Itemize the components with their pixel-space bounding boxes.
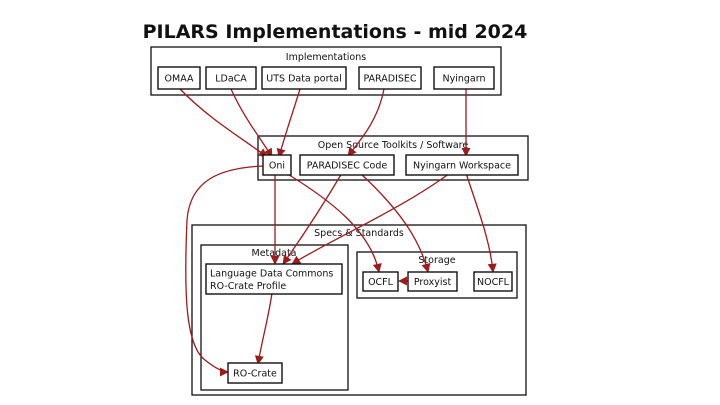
metadata-group-label: Metadata	[252, 248, 297, 259]
node-proxyist-label: Proxyist	[414, 277, 452, 288]
edge-omaa-oni	[179, 88, 268, 158]
implementations-group-label: Implementations	[286, 52, 366, 63]
node-ocfl-label: OCFL	[368, 277, 394, 288]
node-uts-data-portal: UTS Data portal	[261, 66, 347, 90]
node-ocfl: OCFL	[362, 271, 399, 292]
node-oni: Oni	[262, 154, 292, 176]
toolkits-group-label: Open Source Toolkits / Software	[318, 140, 469, 151]
edge-oni-rocrate	[185, 165, 264, 377]
node-ldc-profile-line2: RO-Crate Profile	[210, 281, 286, 292]
edge-oni-ocfl	[285, 172, 382, 273]
node-nocfl-label: NOCFL	[477, 277, 510, 288]
node-omaa-label: OMAA	[165, 74, 194, 85]
node-nyingarn-workspace: Nyingarn Workspace	[405, 154, 519, 176]
node-paradisec-code-label: PARADISEC Code	[307, 161, 388, 172]
node-paradisec-code: PARADISEC Code	[299, 154, 395, 176]
edge-paradisec-paradisecode	[347, 88, 385, 157]
diagram-title: PILARS Implementations - mid 2024	[143, 21, 528, 43]
edge-ldcprofile-rocrate	[254, 292, 273, 365]
node-nyingarn-workspace-label: Nyingarn Workspace	[413, 161, 511, 172]
node-proxyist: Proxyist	[407, 271, 458, 292]
storage-group-label: Storage	[418, 255, 455, 266]
node-ldc-profile: Language Data Commons RO-Crate Profile	[205, 263, 343, 295]
node-uts-label: UTS Data portal	[266, 74, 341, 85]
specs-group-label: Specs & Standards	[314, 228, 404, 239]
node-ldc-profile-line1: Language Data Commons	[210, 269, 333, 280]
node-ro-crate: RO-Crate	[227, 362, 283, 384]
node-ldaca: LDaCA	[205, 66, 257, 90]
edge-uts-oni	[276, 88, 301, 158]
edge-workspace-ldcprofile	[291, 172, 451, 265]
edge-workspace-nocfl	[465, 172, 497, 273]
edge-paradisecode-proxyist	[359, 172, 431, 273]
node-ldaca-label: LDaCA	[215, 74, 247, 85]
node-paradisec: PARADISEC	[358, 66, 422, 90]
node-paradisec-label: PARADISEC	[363, 74, 416, 85]
node-nyingarn-label: Nyingarn	[442, 74, 485, 85]
edges	[179, 88, 497, 377]
edge-ldaca-oni	[230, 88, 273, 158]
node-nyingarn: Nyingarn	[433, 66, 495, 90]
node-omaa: OMAA	[157, 66, 201, 90]
node-oni-label: Oni	[269, 161, 285, 172]
node-nocfl: NOCFL	[473, 271, 513, 292]
edge-paradisecode-ldcprofile	[282, 172, 343, 265]
node-ro-crate-label: RO-Crate	[233, 369, 277, 380]
